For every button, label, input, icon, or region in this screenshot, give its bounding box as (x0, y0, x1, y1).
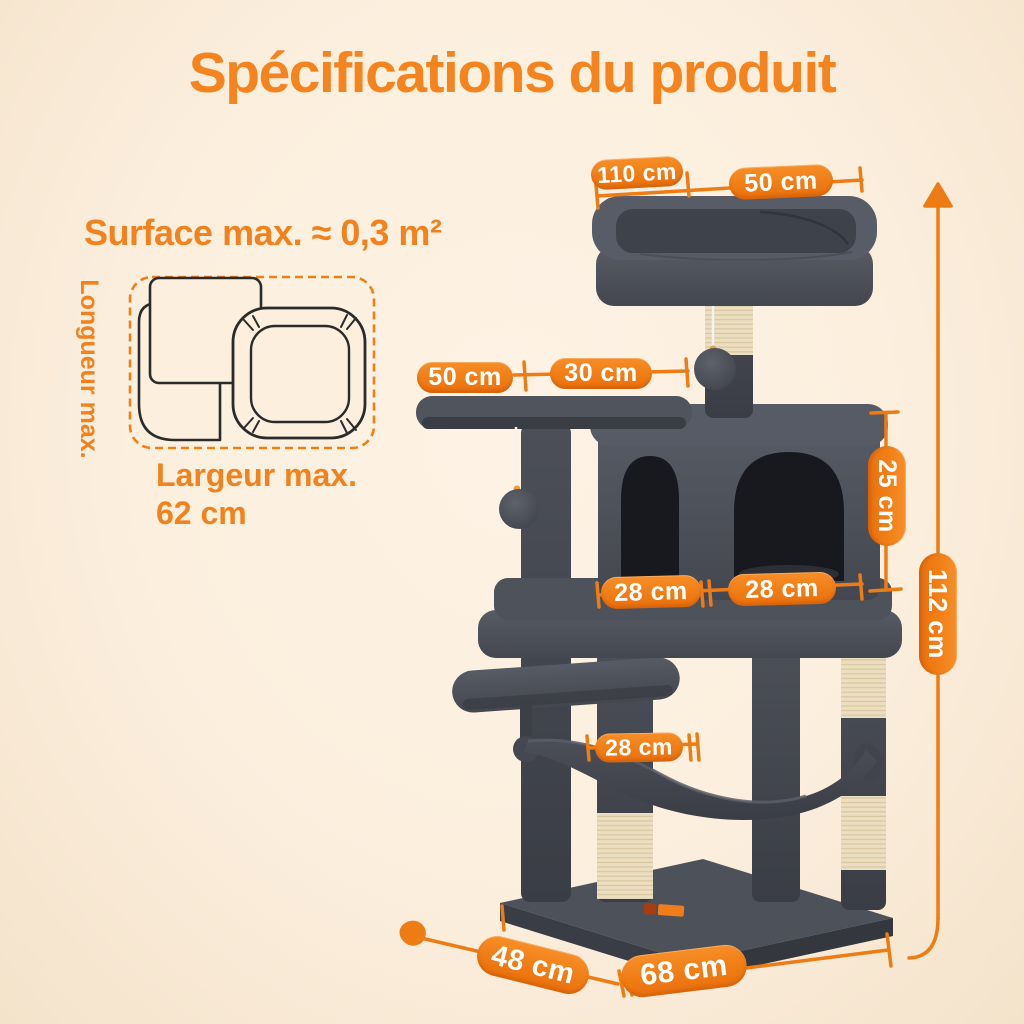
condo-right-opening (734, 452, 844, 581)
dim-badge-upper-platform-width: 50 cm (417, 362, 513, 393)
dim-badge-total-height: 112 cm (919, 553, 957, 675)
surface-shape-cushion-inner (249, 324, 351, 424)
width-max-label: Largeur max. (156, 457, 357, 493)
pointer-down-left-icon (399, 920, 426, 946)
surface-max-heading: Surface max. ≈ 0,3 m² (84, 212, 442, 253)
cushion-corner-gathers (243, 314, 357, 434)
dim-badge-top-bed-depth: 110 cm (590, 155, 684, 191)
cat-tree-illustration (416, 196, 902, 980)
arrow-up-icon (923, 182, 953, 208)
lower-board (478, 610, 902, 658)
condo-house (590, 404, 888, 600)
platform-pompom-toy (499, 427, 539, 529)
dim-badge-platform-gap-width: 30 cm (550, 358, 652, 389)
surface-dashed-outline (128, 275, 376, 450)
upper-platform (416, 396, 692, 429)
surface-area-diagram (128, 275, 376, 450)
dim-badge-condo-right-width: 28 cm (727, 571, 837, 607)
dim-badge-hammock-gap-width: 28 cm (594, 732, 684, 763)
page-title: Spécifications du produit (188, 41, 837, 105)
small-platform (452, 657, 680, 713)
top-bed (592, 196, 877, 306)
dim-badge-top-bed-width: 50 cm (728, 163, 834, 201)
condo-left-opening (621, 456, 679, 585)
width-max-value: 62 cm (156, 495, 247, 531)
left-post (521, 424, 571, 902)
center-back-post (752, 648, 800, 902)
dim-badge-condo-left-width: 28 cm (600, 574, 702, 610)
dim-badge-condo-height: 25 cm (868, 446, 906, 546)
surface-shape-cushion-outer (231, 306, 367, 440)
brand-tag (643, 903, 685, 917)
